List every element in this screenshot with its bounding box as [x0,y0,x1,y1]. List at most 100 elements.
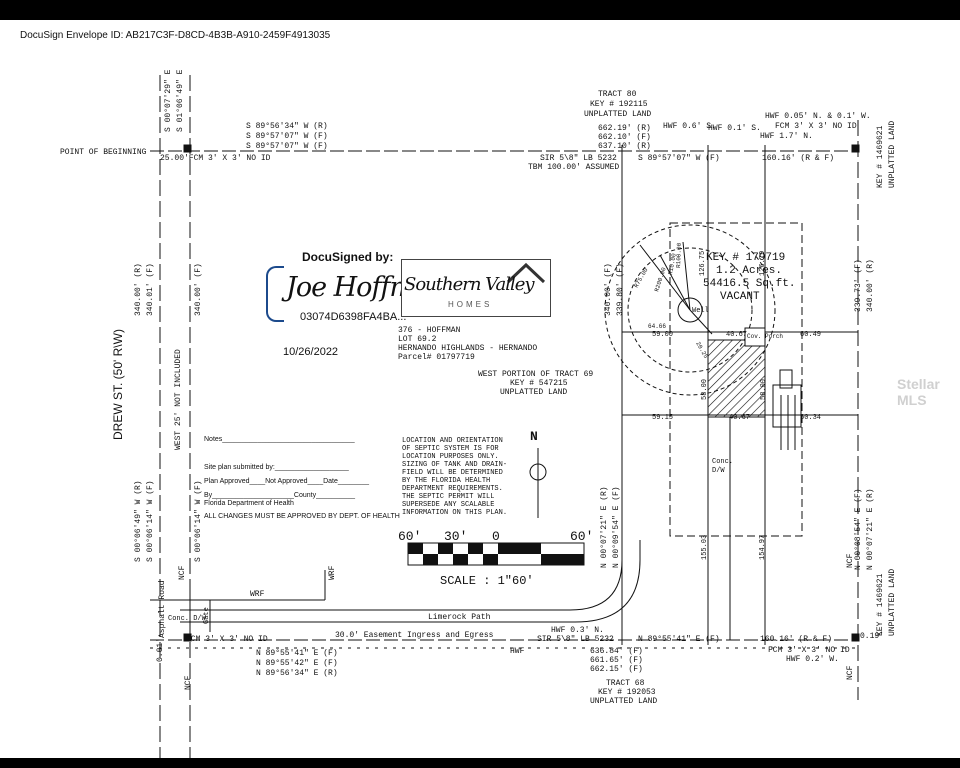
logo-main-text: Southern Valley [404,274,535,295]
bearing-bottom-1: N 89°55'41" E (F) [256,649,338,658]
dw-label: D/W [712,467,725,475]
limerock-path: Limerock Path [428,613,491,622]
dist-12679: 126.79 [759,251,767,276]
top-dist-1: 662.19' (R) [598,124,651,133]
right-key-2-land: UNPLATTED LAND [888,569,897,636]
survey-sheet: DocuSign Envelope ID: AB217C3F-D8CD-4B3B… [0,20,960,758]
radius-75-label: R75.00 [633,266,650,289]
watermark: Stellar MLS [897,376,940,408]
bottom-dist-1: 636.84' (F) [590,647,643,656]
well-label: Well [692,307,709,315]
dist-001: 0.01' [156,638,165,662]
scale-30: 30' [444,529,467,544]
west-portion-land: UNPLATTED LAND [500,388,567,397]
sir-bottom: SIR 5\8" LB 5232 [537,635,614,644]
notes-line-6: ALL CHANGES MUST BE APPROVED BY DEPT. OF… [204,513,400,520]
hwf-03: HWF 0.3' N. [551,626,604,635]
notes-line-1: Notes__________________________________ [204,436,355,443]
house-roof-icon [506,262,546,284]
well-radius-10 [677,297,703,323]
parcel-acres: 1.2 Acres. [716,265,782,277]
porch-label: Cov. Porch [747,333,783,340]
notes-line-4: By_____________________County__________ [204,492,355,499]
top-dist-right: 160.16' (R & F) [762,154,834,163]
parcel-sqft: 54416.5 Sq.ft. [703,278,795,290]
dist-12675: 126.75 [699,251,707,276]
fcm-top-left: 25.00'FCM 3' X 3' NO ID [160,154,271,163]
drew-street: DREW ST. (50' R\W) [111,329,125,440]
tract80-land: UNPLATTED LAND [584,110,651,119]
parcel-key: KEY # 179719 [706,252,785,264]
right-key-2: KEY # 1469621 [876,573,885,636]
scale-60-right: 60' [570,529,593,544]
right-dist-1: 339.73' (F) [854,259,863,312]
septic-4: SIZING OF TANK AND DRAIN- [402,461,507,469]
fcm-bottom-left: FCM 3' X 3' NO ID [186,635,268,644]
dist-15497: 154.97 [759,535,767,560]
bearing-left-1: S 00°06'49" W (R) [134,480,143,562]
bearing-bottom-2: N 89°55'42" E (F) [256,659,338,668]
conc-label: Conc. [712,458,733,466]
asphalt-road: Asphalt Road [158,580,167,638]
hwf-01: HWF 0.1' S. [708,124,761,133]
company-logo: Southern Valley HOMES [401,259,551,317]
tract68-land: UNPLATTED LAND [590,697,657,706]
tract80-title: TRACT 80 [598,90,637,99]
hwf-bottom: HWF [510,647,525,656]
conc-dw-bl: Conc. D/W [168,615,207,623]
septic-5: FIELD WILL BE DETERMINED [402,469,503,477]
signature-date: 10/26/2022 [283,346,339,358]
setback-rectangle [669,222,803,537]
right-key-1: KEY # 1469621 [876,125,885,188]
scale-60-left: 60' [398,529,421,544]
gate-label: Gate [203,607,211,624]
sir-top: SIR 5\8" LB 5232 [540,154,617,163]
house-dim-4: 59.15 [652,414,673,422]
bearing-mid-2: N 00°09'54" E (F) [612,486,621,568]
covered-porch [744,327,766,347]
septic-6: BY THE FLORIDA HEALTH [402,477,490,485]
left-dist-1: 340.00' (R) [134,263,143,316]
radius-10-label: R10.00 [667,252,678,275]
septic-7: DEPARTMENT REQUIREMENTS. [402,485,503,493]
right-key-1-land: UNPLATTED LAND [888,121,897,188]
bearing-top-1: S 89°56'34" W (R) [246,122,328,131]
bearing-right-2: N 00°07'21" E (R) [866,488,875,570]
bottom-dist-2: 661.65' (F) [590,656,643,665]
west-25-note: WEST 25' NOT INCLUDED [174,349,183,450]
bearing-bottom-3: N 89°56'34" E (R) [256,669,338,678]
left-dist-2: 340.01' (F) [146,263,155,316]
ncf-bottom-right: NCF [846,665,855,680]
notes-line-5: Florida Department of Health [204,500,294,507]
ncf-left: NCF [178,565,187,580]
hwf-005: HWF 0.05' N. & 0.1' W. [765,112,871,121]
dist-2025: 20.25 [694,341,709,360]
hwf-06: HWF 0.6' S. [663,122,716,131]
west-portion-title: WEST PORTION OF TRACT 69 [478,370,593,379]
septic-3: LOCATION PURPOSES ONLY. [402,453,499,461]
house-dim-1: 59.00 [652,331,673,339]
lot-owner: 376 - HOFFMAN [398,326,461,335]
scale-label: SCALE : 1"60' [440,574,534,588]
signature-id: 03074D6398FA4BA... [300,311,407,323]
tract68-key: KEY # 192053 [598,688,656,697]
septic-2: OF SEPTIC SYSTEM IS FOR [402,445,499,453]
bearing-top-left-1: S 00°07'29" E [164,69,173,132]
bearing-bottom-main: N 89°55'41" E (F) [638,635,720,644]
house-dim-7: 58.00 [701,379,709,400]
bottom-dist-3: 662.15' (F) [590,665,643,674]
easement-label: 30.0' Easement Ingress and Egress [335,631,494,640]
ncf-bottom-left: NCF [184,675,193,690]
fcm-top-right: FCM 3' X 3' NO ID [775,122,857,131]
house-dim-8: 58.00 [760,379,768,400]
docusign-signature-block: DocuSigned by: Joe Hoffman 03074D6398FA4… [266,250,447,326]
fcm-bottom-right: FCM 3' X 3' NO ID [768,646,850,655]
scale-0: 0 [492,529,500,544]
bearing-mid-1: N 00°07'21" E (R) [600,486,609,568]
well-radius-75 [627,247,753,373]
radius-100-label: R100.00 [675,242,683,268]
hwf-17: HWF 1.7' N. [760,132,813,141]
house-dim-2: 40.67 [726,331,747,339]
notes-line-2: Site plan submitted by:_________________… [204,464,349,471]
dist-bottom-right: 160.16' (R & F) [760,635,832,644]
